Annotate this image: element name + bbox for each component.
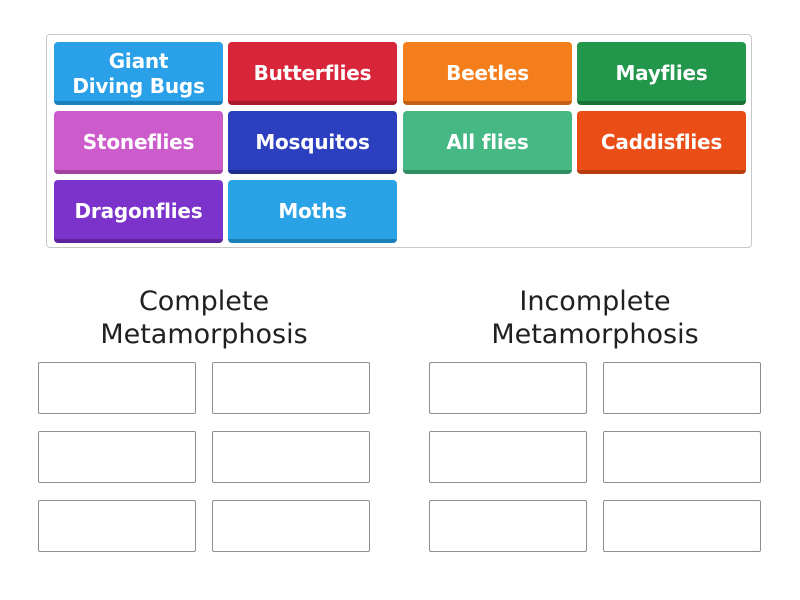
- tile-stoneflies[interactable]: Stoneflies: [54, 111, 223, 174]
- tile-dragonflies[interactable]: Dragonflies: [54, 180, 223, 243]
- group-title-line: Incomplete: [519, 286, 671, 317]
- tile-mosquitos[interactable]: Mosquitos: [228, 111, 397, 174]
- tile-label: Butterflies: [253, 61, 372, 85]
- tile-label: Moths: [278, 199, 347, 223]
- tile-caddisflies[interactable]: Caddisflies: [577, 111, 746, 174]
- drop-slot-complete[interactable]: [212, 500, 370, 552]
- drop-slot-incomplete[interactable]: [603, 500, 761, 552]
- drop-slot-incomplete[interactable]: [429, 362, 587, 414]
- drop-slot-incomplete[interactable]: [603, 362, 761, 414]
- tile-label: Caddisflies: [600, 130, 723, 154]
- drop-slot-incomplete[interactable]: [429, 431, 587, 483]
- drop-slot-complete[interactable]: [38, 500, 196, 552]
- group-title-line: Metamorphosis: [491, 319, 699, 350]
- drop-slot-complete[interactable]: [38, 362, 196, 414]
- tile-label: Mayflies: [615, 61, 708, 85]
- group-title-line: Metamorphosis: [100, 319, 308, 350]
- tile-label: Stoneflies: [82, 130, 195, 154]
- tile-label: Mosquitos: [255, 130, 370, 154]
- drop-slot-complete[interactable]: [212, 362, 370, 414]
- tile-mayflies[interactable]: Mayflies: [577, 42, 746, 105]
- drop-slot-complete[interactable]: [212, 431, 370, 483]
- drop-slot-complete[interactable]: [38, 431, 196, 483]
- tile-moths[interactable]: Moths: [228, 180, 397, 243]
- tile-all-flies[interactable]: All flies: [403, 111, 572, 174]
- drop-slot-incomplete[interactable]: [429, 500, 587, 552]
- tile-label: Beetles: [446, 61, 529, 85]
- group-title-line: Complete: [138, 286, 270, 317]
- group-title-incomplete: Incomplete Metamorphosis: [430, 285, 760, 351]
- group-title-complete: Complete Metamorphosis: [39, 285, 369, 351]
- tile-beetles[interactable]: Beetles: [403, 42, 572, 105]
- tile-label: All flies: [446, 130, 529, 154]
- tile-butterflies[interactable]: Butterflies: [228, 42, 397, 105]
- drop-slot-incomplete[interactable]: [603, 431, 761, 483]
- tile-label: Dragonflies: [74, 199, 203, 223]
